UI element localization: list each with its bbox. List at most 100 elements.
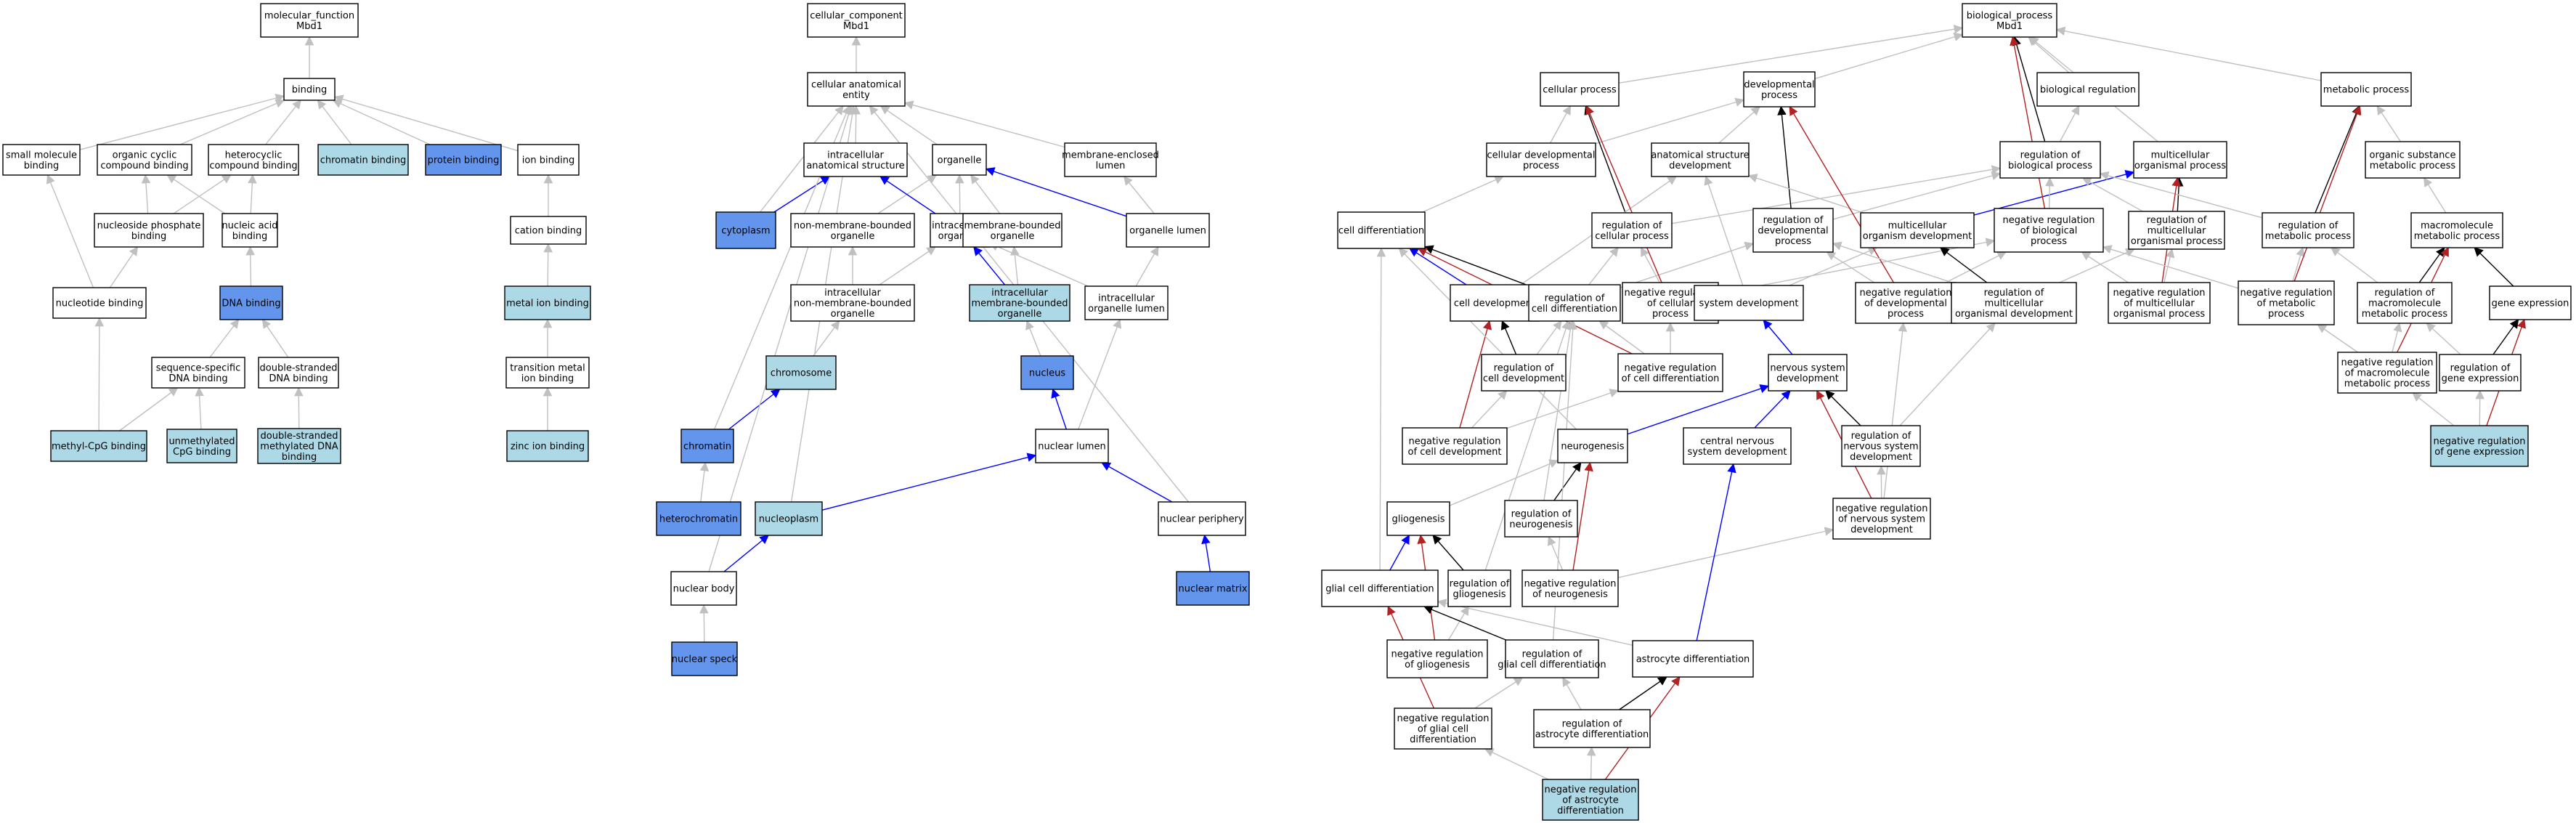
term-label-line: multicellular (1985, 299, 2044, 309)
term-node-ntb[interactable]: nucleotide binding (52, 287, 147, 319)
term-node-nspk[interactable]: nuclear speck (671, 641, 738, 676)
term-node-nmat[interactable]: nuclear matrix (1176, 571, 1250, 606)
edge-rcp-to-rbp (1671, 165, 2002, 224)
term-node-mcpg[interactable]: methyl-CpG binding (50, 430, 147, 462)
term-node-glio[interactable]: gliogenesis (1386, 501, 1450, 536)
term-node-znb[interactable]: zinc ion binding (506, 430, 589, 462)
term-node-catb[interactable]: cation binding (510, 216, 587, 245)
term-node-sysdev[interactable]: system development (1694, 285, 1804, 321)
term-node-nuc[interactable]: nucleus (1020, 355, 1074, 390)
term-node-astd[interactable]: astrocyte differentiation (1632, 640, 1754, 678)
term-node-cdiff[interactable]: cell differentiation (1337, 211, 1426, 249)
term-node-mp[interactable]: metabolic process (2320, 72, 2412, 107)
term-node-org[interactable]: organelle (932, 144, 987, 176)
term-node-chrb[interactable]: chromatin binding (317, 144, 409, 176)
term-node-protb[interactable]: protein binding (425, 144, 502, 176)
term-node-binding[interactable]: binding (283, 78, 336, 101)
term-node-inmbo[interactable]: intracellularnon-membrane-boundedorganel… (790, 284, 915, 322)
term-node-chtn[interactable]: chromatin (680, 429, 734, 463)
term-node-nplasm[interactable]: nucleoplasm (755, 501, 823, 536)
term-node-mib[interactable]: metal ion binding (504, 285, 591, 320)
term-node-cyto[interactable]: cytoplasm (715, 211, 776, 249)
term-node-cp[interactable]: cellular process (1540, 72, 1620, 107)
edge-mel-to-cae (903, 100, 1065, 148)
term-node-chrom[interactable]: chromosome (765, 355, 837, 390)
term-node-breg[interactable]: biological regulation (2036, 72, 2140, 107)
term-node-nper[interactable]: nuclear periphery (1158, 501, 1246, 536)
term-label-line: cell development (1483, 373, 1564, 384)
term-node-nlum[interactable]: nuclear lumen (1035, 429, 1109, 463)
term-node-dnab[interactable]: DNA binding (219, 285, 283, 320)
term-node-gexp[interactable]: gene expression (2489, 285, 2572, 320)
term-node-ionb[interactable]: ion binding (517, 144, 580, 176)
term-label-line: organelle (991, 231, 1035, 242)
term-node-gcd[interactable]: glial cell differentiation (1321, 569, 1439, 607)
term-node-cdev[interactable]: cell development (1450, 284, 1540, 322)
edge-nrbp-to-bp (2010, 36, 2046, 209)
term-label-line: development (1850, 524, 1913, 535)
term-node-nbody[interactable]: nuclear body (670, 571, 737, 606)
term-node-hchr[interactable]: heterochromatin (656, 501, 741, 536)
term-node-ol[interactable]: organelle lumen (1126, 213, 1210, 248)
term-node-neurog[interactable]: neurogenesis (1557, 429, 1628, 463)
